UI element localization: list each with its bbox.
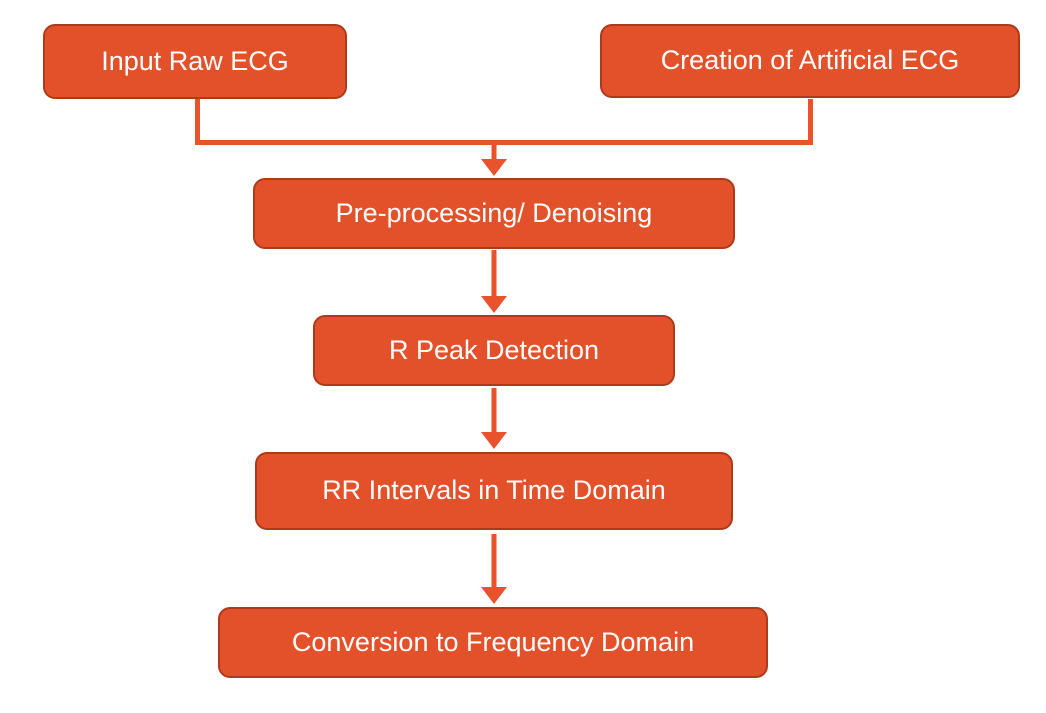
arrow-head-down-icon <box>481 587 507 604</box>
node-label-rr-intervals-time-domain: RR Intervals in Time Domain <box>322 475 666 506</box>
node-label-r-peak-detection: R Peak Detection <box>388 334 600 365</box>
node-label-creation-of-artificial-ecg: Creation of Artificial ECG <box>660 45 960 76</box>
flowchart-node-conversion-frequency-domain: Conversion to Frequency Domain <box>218 607 768 678</box>
flowchart-node-r-peak-detection: R Peak Detection <box>313 315 675 386</box>
arrow-merge-to-pre-processing <box>481 141 507 176</box>
connector-artificial-ecg-vertical-line <box>808 99 813 145</box>
arrow-pre-processing-to-r-peak <box>481 250 507 313</box>
arrow-r-peak-to-rr-intervals <box>481 388 507 449</box>
node-label-pre-processing-denoising: Pre-processing/ Denoising <box>335 197 653 228</box>
arrow-stem <box>491 534 497 589</box>
connector-input-raw-ecg-vertical-line <box>195 99 200 145</box>
arrow-stem <box>491 141 497 161</box>
arrow-head-down-icon <box>481 159 507 176</box>
connector-merge-horizontal-line <box>195 140 813 145</box>
node-label-conversion-frequency-domain: Conversion to Frequency Domain <box>291 626 695 657</box>
arrow-head-down-icon <box>481 432 507 449</box>
arrow-stem <box>491 250 497 298</box>
arrow-rr-intervals-to-conversion <box>481 534 507 604</box>
flowchart-node-rr-intervals-time-domain: RR Intervals in Time Domain <box>255 452 733 530</box>
arrow-stem <box>491 388 497 434</box>
flowchart-node-creation-of-artificial-ecg: Creation of Artificial ECG <box>600 24 1020 98</box>
flowchart-node-input-raw-ecg: Input Raw ECG <box>43 24 347 99</box>
flowchart-node-pre-processing-denoising: Pre-processing/ Denoising <box>253 178 735 249</box>
node-label-input-raw-ecg: Input Raw ECG <box>101 45 289 76</box>
arrow-head-down-icon <box>481 296 507 313</box>
